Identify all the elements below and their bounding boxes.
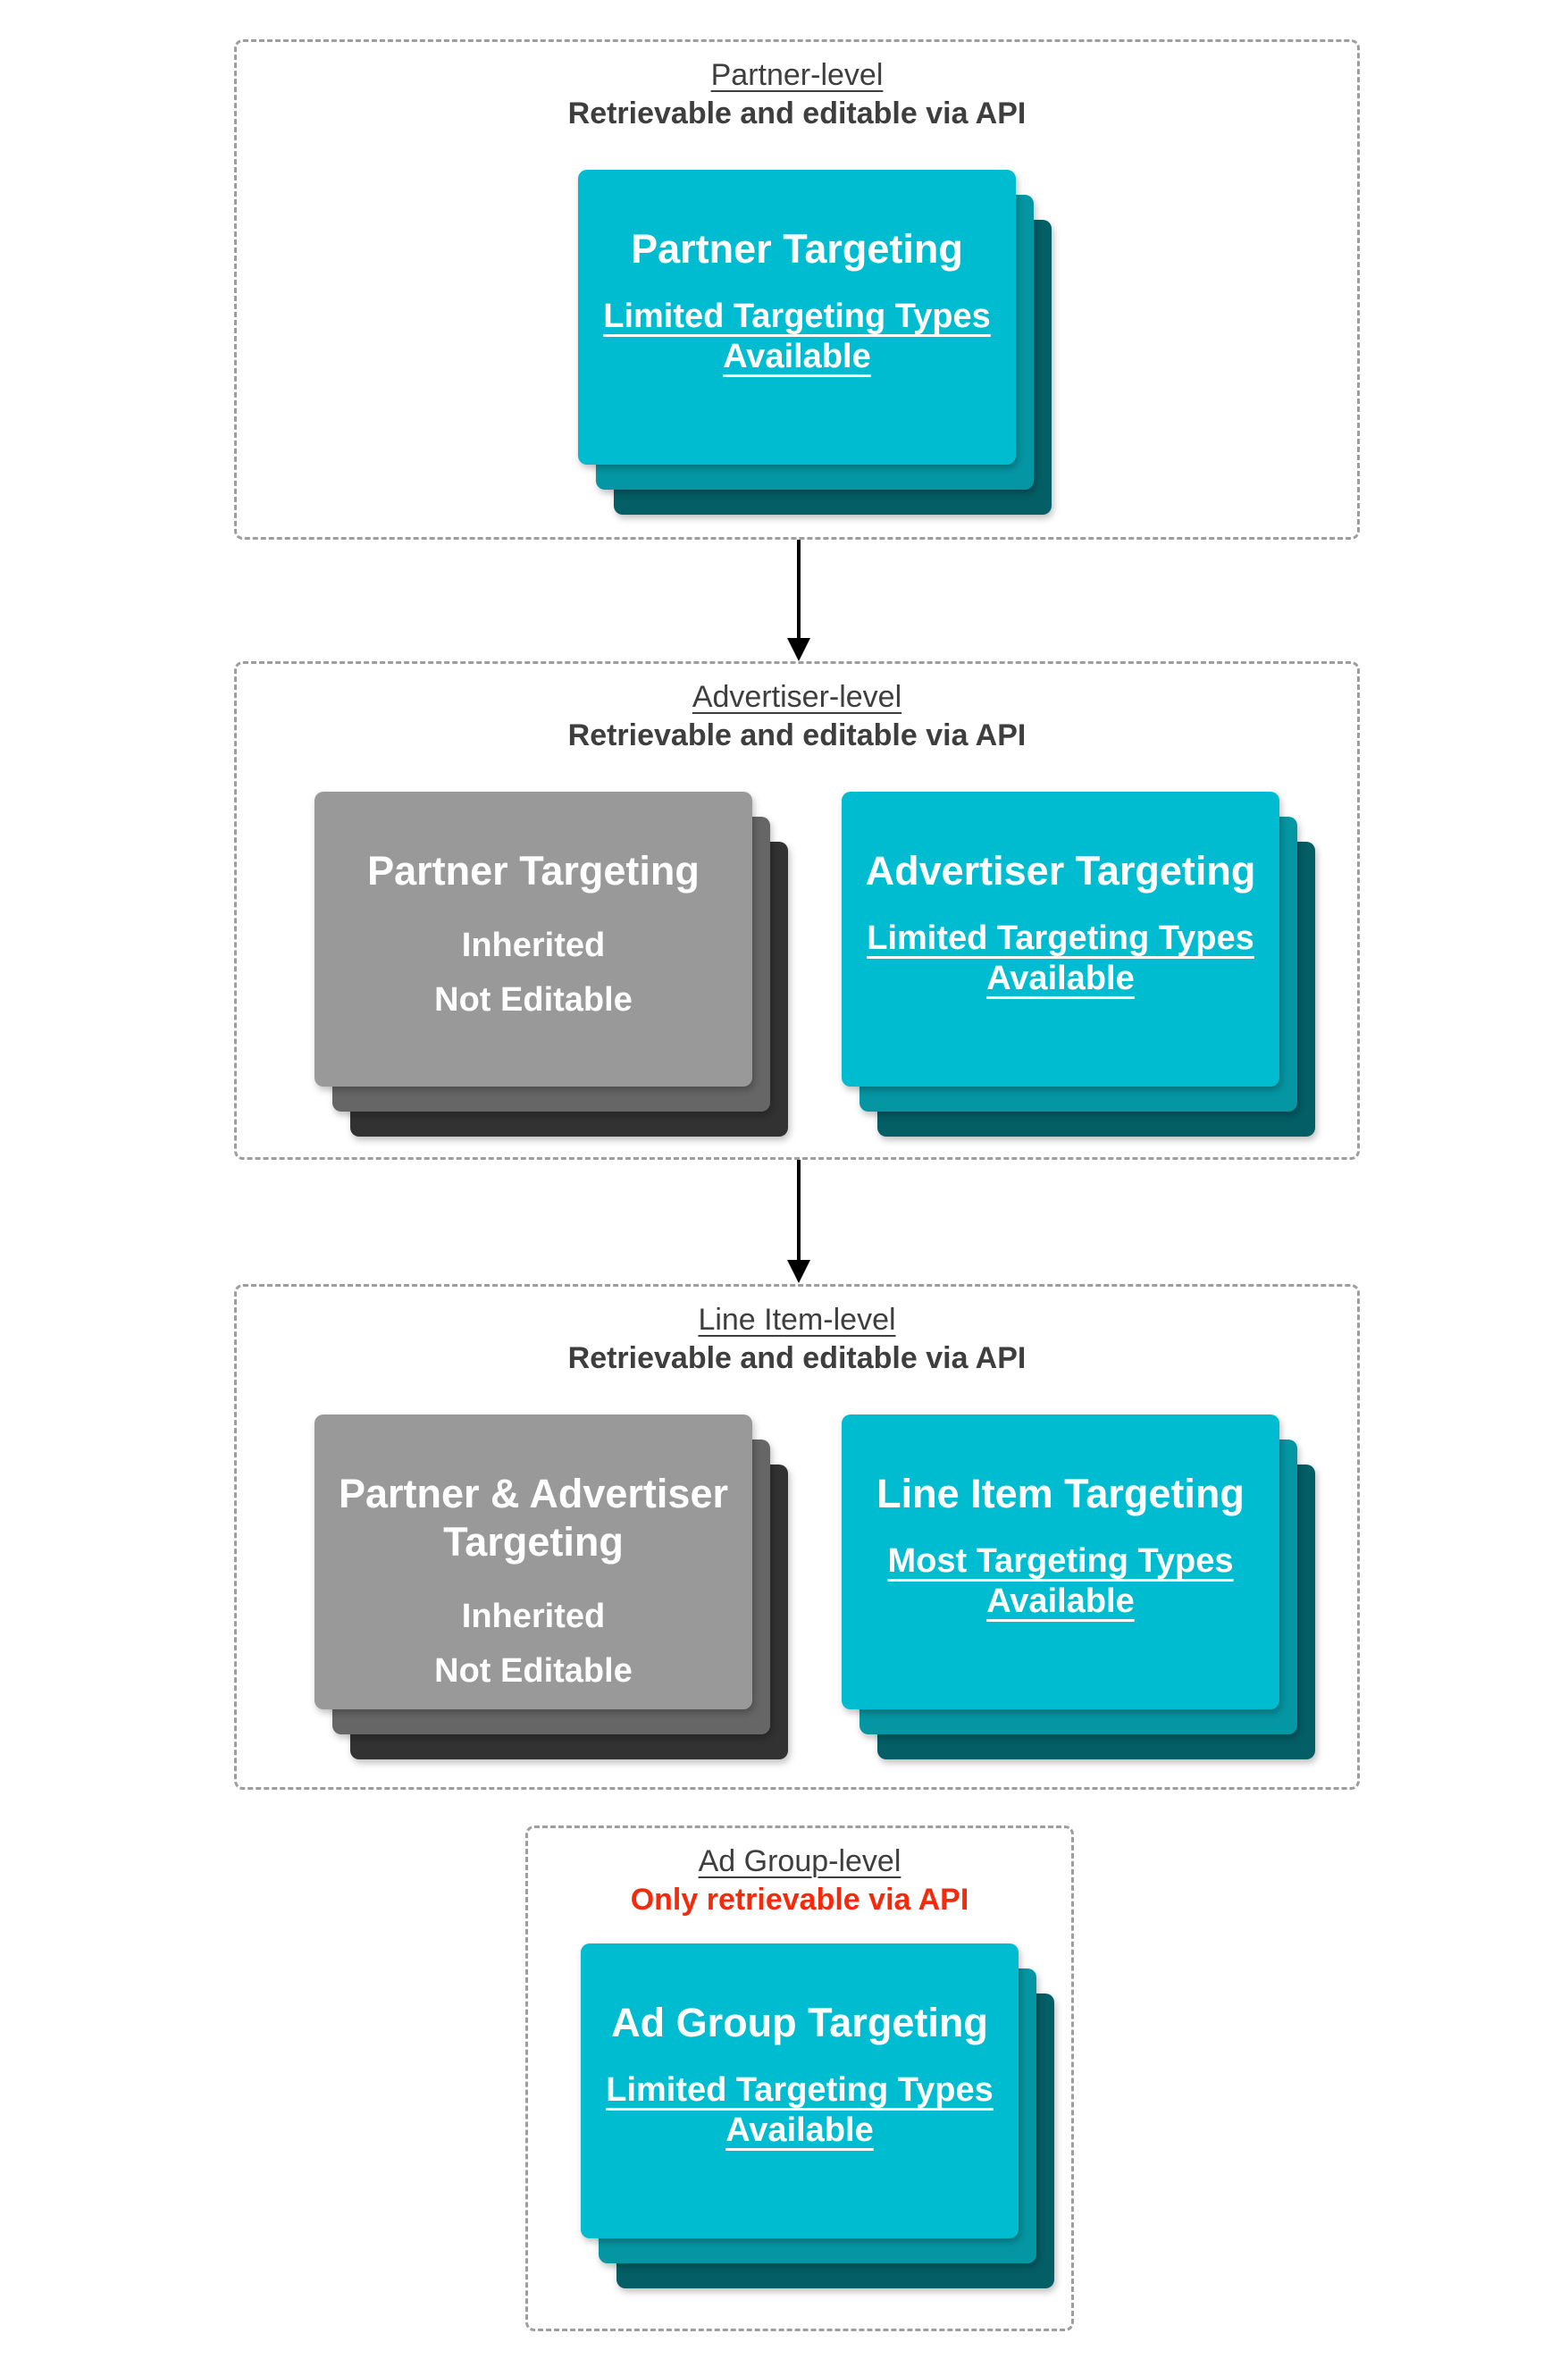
down-arrow-icon: [787, 540, 810, 661]
line-item-targeting-card-stack: Line Item Targeting Most Targeting Types…: [842, 1414, 1315, 1759]
card-subtitle: Limited Targeting Types Available: [606, 2071, 994, 2149]
section-title-ad-group-level: Ad Group-level: [698, 1844, 901, 1878]
card-title: Advertiser Targeting: [865, 848, 1256, 894]
section-title-partner-level: Partner-level: [710, 58, 884, 92]
down-arrow-icon: [787, 1160, 810, 1283]
card-row: Partner Targeting Inherited Not Editable…: [237, 792, 1357, 1137]
card-front-layer: Partner Targeting Limited Targeting Type…: [578, 170, 1016, 465]
arrow-shaft: [797, 540, 801, 640]
section-ad-group-level: Ad Group-level Only retrievable via API …: [525, 1826, 1074, 2331]
section-line-item-level: Line Item-level Retrievable and editable…: [234, 1284, 1360, 1790]
section-partner-level: Partner-level Retrievable and editable v…: [234, 39, 1360, 540]
card-front-layer: Ad Group Targeting Limited Targeting Typ…: [581, 1943, 1019, 2238]
card-front-layer: Partner & Advertiser Targeting Inherited…: [314, 1414, 752, 1709]
card-subtitle: Most Targeting Types Available: [887, 1542, 1234, 1620]
section-title-line-item-level: Line Item-level: [698, 1303, 896, 1337]
card-title: Partner & Advertiser Targeting: [338, 1471, 728, 1565]
partner-targeting-card-stack: Partner Targeting Limited Targeting Type…: [578, 170, 1052, 515]
card-row: Partner Targeting Limited Targeting Type…: [237, 170, 1357, 515]
card-row: Ad Group Targeting Limited Targeting Typ…: [528, 1943, 1071, 2288]
section-advertiser-level: Advertiser-level Retrievable and editabl…: [234, 661, 1360, 1160]
card-front-layer: Advertiser Targeting Limited Targeting T…: [842, 792, 1279, 1087]
card-subtitle: Limited Targeting Types Available: [867, 919, 1254, 997]
inherited-partner-targeting-card-stack: Partner Targeting Inherited Not Editable: [314, 792, 788, 1137]
ad-group-targeting-card-stack: Ad Group Targeting Limited Targeting Typ…: [581, 1943, 1054, 2288]
section-subtitle-ad-group-level: Only retrievable via API: [630, 1882, 969, 1917]
section-subtitle-advertiser-level: Retrievable and editable via API: [567, 718, 1027, 752]
card-text-line: Not Editable: [434, 1651, 633, 1690]
card-row: Partner & Advertiser Targeting Inherited…: [237, 1414, 1357, 1759]
card-title: Partner Targeting: [367, 848, 700, 894]
arrow-shaft: [797, 1160, 801, 1262]
card-front-layer: Line Item Targeting Most Targeting Types…: [842, 1414, 1279, 1709]
card-text-line: Inherited: [461, 1598, 606, 1635]
card-text-line: Inherited: [461, 927, 606, 964]
advertiser-targeting-card-stack: Advertiser Targeting Limited Targeting T…: [842, 792, 1315, 1137]
card-title: Partner Targeting: [631, 226, 963, 272]
card-title: Line Item Targeting: [876, 1471, 1245, 1516]
arrow-head: [787, 638, 810, 661]
card-subtitle: Limited Targeting Types Available: [603, 298, 991, 375]
card-text-line: Not Editable: [434, 980, 633, 1019]
card-front-layer: Partner Targeting Inherited Not Editable: [314, 792, 752, 1087]
section-subtitle-partner-level: Retrievable and editable via API: [567, 96, 1027, 130]
section-subtitle-line-item-level: Retrievable and editable via API: [567, 1340, 1027, 1375]
arrow-head: [787, 1260, 810, 1283]
inherited-partner-advertiser-targeting-card-stack: Partner & Advertiser Targeting Inherited…: [314, 1414, 788, 1759]
card-title: Ad Group Targeting: [611, 2000, 988, 2045]
section-title-advertiser-level: Advertiser-level: [692, 680, 902, 714]
